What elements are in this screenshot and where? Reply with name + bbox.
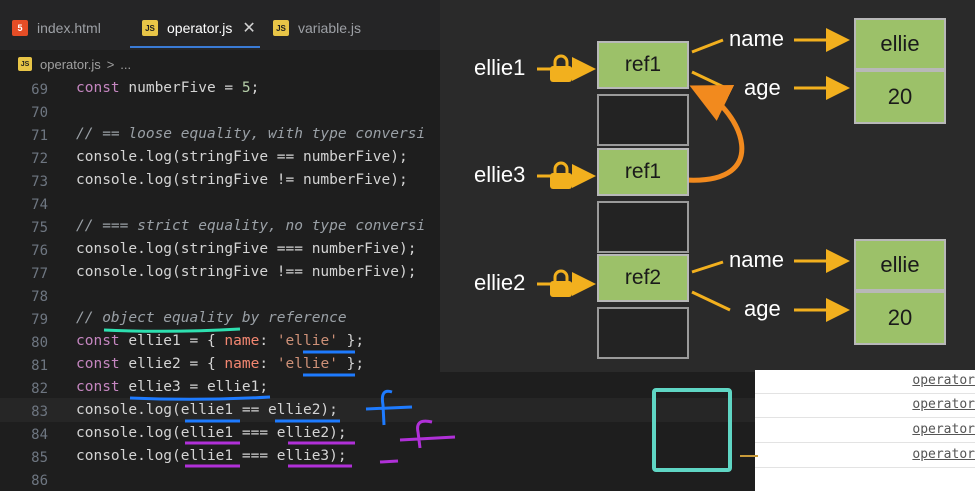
line-number: 74 xyxy=(31,197,48,213)
console-row: operator xyxy=(755,419,975,443)
ref-curve-arrow xyxy=(684,84,745,183)
var-label-ellie3: ellie3 xyxy=(474,162,526,187)
line-number: 79 xyxy=(31,312,48,328)
ref-link xyxy=(691,38,724,54)
line-number: 85 xyxy=(31,450,48,466)
line-number: 82 xyxy=(31,381,48,397)
lock-icon xyxy=(550,161,572,189)
line-number: 76 xyxy=(31,243,48,259)
code-line: // object equality by reference xyxy=(76,310,347,326)
code-line: const ellie2 = { name: 'ellie' }; xyxy=(76,356,365,372)
code-line: const ellie3 = ellie1; xyxy=(76,379,269,395)
line-number: 71 xyxy=(31,128,48,144)
empty-slot xyxy=(597,94,689,146)
js-file-icon: JS xyxy=(273,20,289,36)
empty-slot xyxy=(597,201,689,253)
lock-icon xyxy=(550,54,572,82)
lock-icon xyxy=(550,269,572,297)
console-row: operator xyxy=(755,394,975,418)
breadcrumb-file[interactable]: operator.js xyxy=(40,56,101,72)
purple-dash-mark xyxy=(379,459,399,464)
line-number: 72 xyxy=(31,151,48,167)
code-line: const numberFive = 5; xyxy=(76,80,260,96)
tab-operator-js[interactable]: JS operator.js ✕ xyxy=(142,10,256,46)
breadcrumb-more[interactable]: ... xyxy=(120,56,132,72)
active-tab-indicator xyxy=(130,46,260,48)
code-line: console.log(stringFive == numberFive); xyxy=(76,149,408,165)
editor-tab-bar: 5 index.html JS operator.js ✕ JS variabl… xyxy=(0,0,440,50)
console-source-link[interactable]: operator xyxy=(912,422,975,437)
console-source-link[interactable]: operator xyxy=(912,397,975,412)
tab-index-html[interactable]: 5 index.html xyxy=(12,10,101,46)
console-source-link[interactable]: operator xyxy=(912,373,975,388)
breadcrumb[interactable]: JS operator.js > ... xyxy=(18,54,131,74)
breadcrumb-separator: > xyxy=(106,56,115,72)
tab-variable-js[interactable]: JS variable.js xyxy=(273,10,361,46)
line-number: 70 xyxy=(31,105,48,121)
prop-label-age: age xyxy=(744,296,781,321)
code-line: console.log(ellie1 == ellie2); xyxy=(76,402,338,418)
code-line: // === strict equality, no type conversi xyxy=(76,218,426,234)
teal-underline xyxy=(103,327,241,333)
line-number: 77 xyxy=(31,266,48,282)
html-file-icon: 5 xyxy=(12,20,28,36)
line-number: 78 xyxy=(31,289,48,305)
line-number: 73 xyxy=(31,174,48,190)
tab-label: index.html xyxy=(37,20,101,36)
ref-link xyxy=(691,260,724,274)
tab-label: operator.js xyxy=(167,20,233,36)
code-line: const ellie1 = { name: 'ellie' }; xyxy=(76,333,365,349)
blue-f-mark xyxy=(365,389,413,426)
value-box: 20 xyxy=(854,70,946,124)
purple-f-mark xyxy=(399,419,456,449)
line-number: 81 xyxy=(31,358,48,374)
code-line: console.log(ellie1 === ellie2); xyxy=(76,425,347,441)
console-row: operator xyxy=(755,444,975,468)
console-row: operator xyxy=(755,370,975,394)
js-file-icon: JS xyxy=(142,20,158,36)
value-box: ellie xyxy=(854,239,946,291)
line-number: 83 xyxy=(31,404,48,420)
value-box: 20 xyxy=(854,291,946,345)
prop-label-name: name xyxy=(729,26,785,51)
focus-highlight-box xyxy=(652,388,732,472)
ref-box: ref1 xyxy=(597,148,689,196)
code-line: console.log(stringFive !== numberFive); xyxy=(76,264,417,280)
prop-label-age: age xyxy=(744,75,781,100)
code-line: console.log(ellie1 === ellie3); xyxy=(76,448,347,464)
value-box: ellie xyxy=(854,18,946,70)
code-line: console.log(stringFive === numberFive); xyxy=(76,241,417,257)
js-file-icon: JS xyxy=(18,57,32,71)
line-number: 80 xyxy=(31,335,48,351)
tab-label: variable.js xyxy=(298,20,362,36)
console-source-link[interactable]: operator xyxy=(912,447,975,462)
console-panel: operator operator operator operator xyxy=(755,370,975,491)
code-line: console.log(stringFive != numberFive); xyxy=(76,172,408,188)
diagram-arrows xyxy=(537,28,850,322)
code-line: // == loose equality, with type conversi xyxy=(76,126,426,142)
close-icon[interactable]: ✕ xyxy=(242,20,256,37)
var-label-ellie1: ellie1 xyxy=(474,55,526,80)
line-number: 86 xyxy=(31,473,48,489)
empty-slot xyxy=(597,307,689,359)
blue-underline xyxy=(129,395,271,401)
line-number: 84 xyxy=(31,427,48,443)
connector-line xyxy=(740,455,758,457)
prop-label-name: name xyxy=(729,247,785,272)
ref-link xyxy=(691,290,731,312)
line-number: 69 xyxy=(31,82,48,98)
ref-box: ref2 xyxy=(597,254,689,302)
reference-diagram: ellie1 ellie3 ellie2 ref1 ref1 ref2 name… xyxy=(440,0,975,372)
ref-box: ref1 xyxy=(597,41,689,89)
line-number: 75 xyxy=(31,220,48,236)
var-label-ellie2: ellie2 xyxy=(474,270,526,295)
